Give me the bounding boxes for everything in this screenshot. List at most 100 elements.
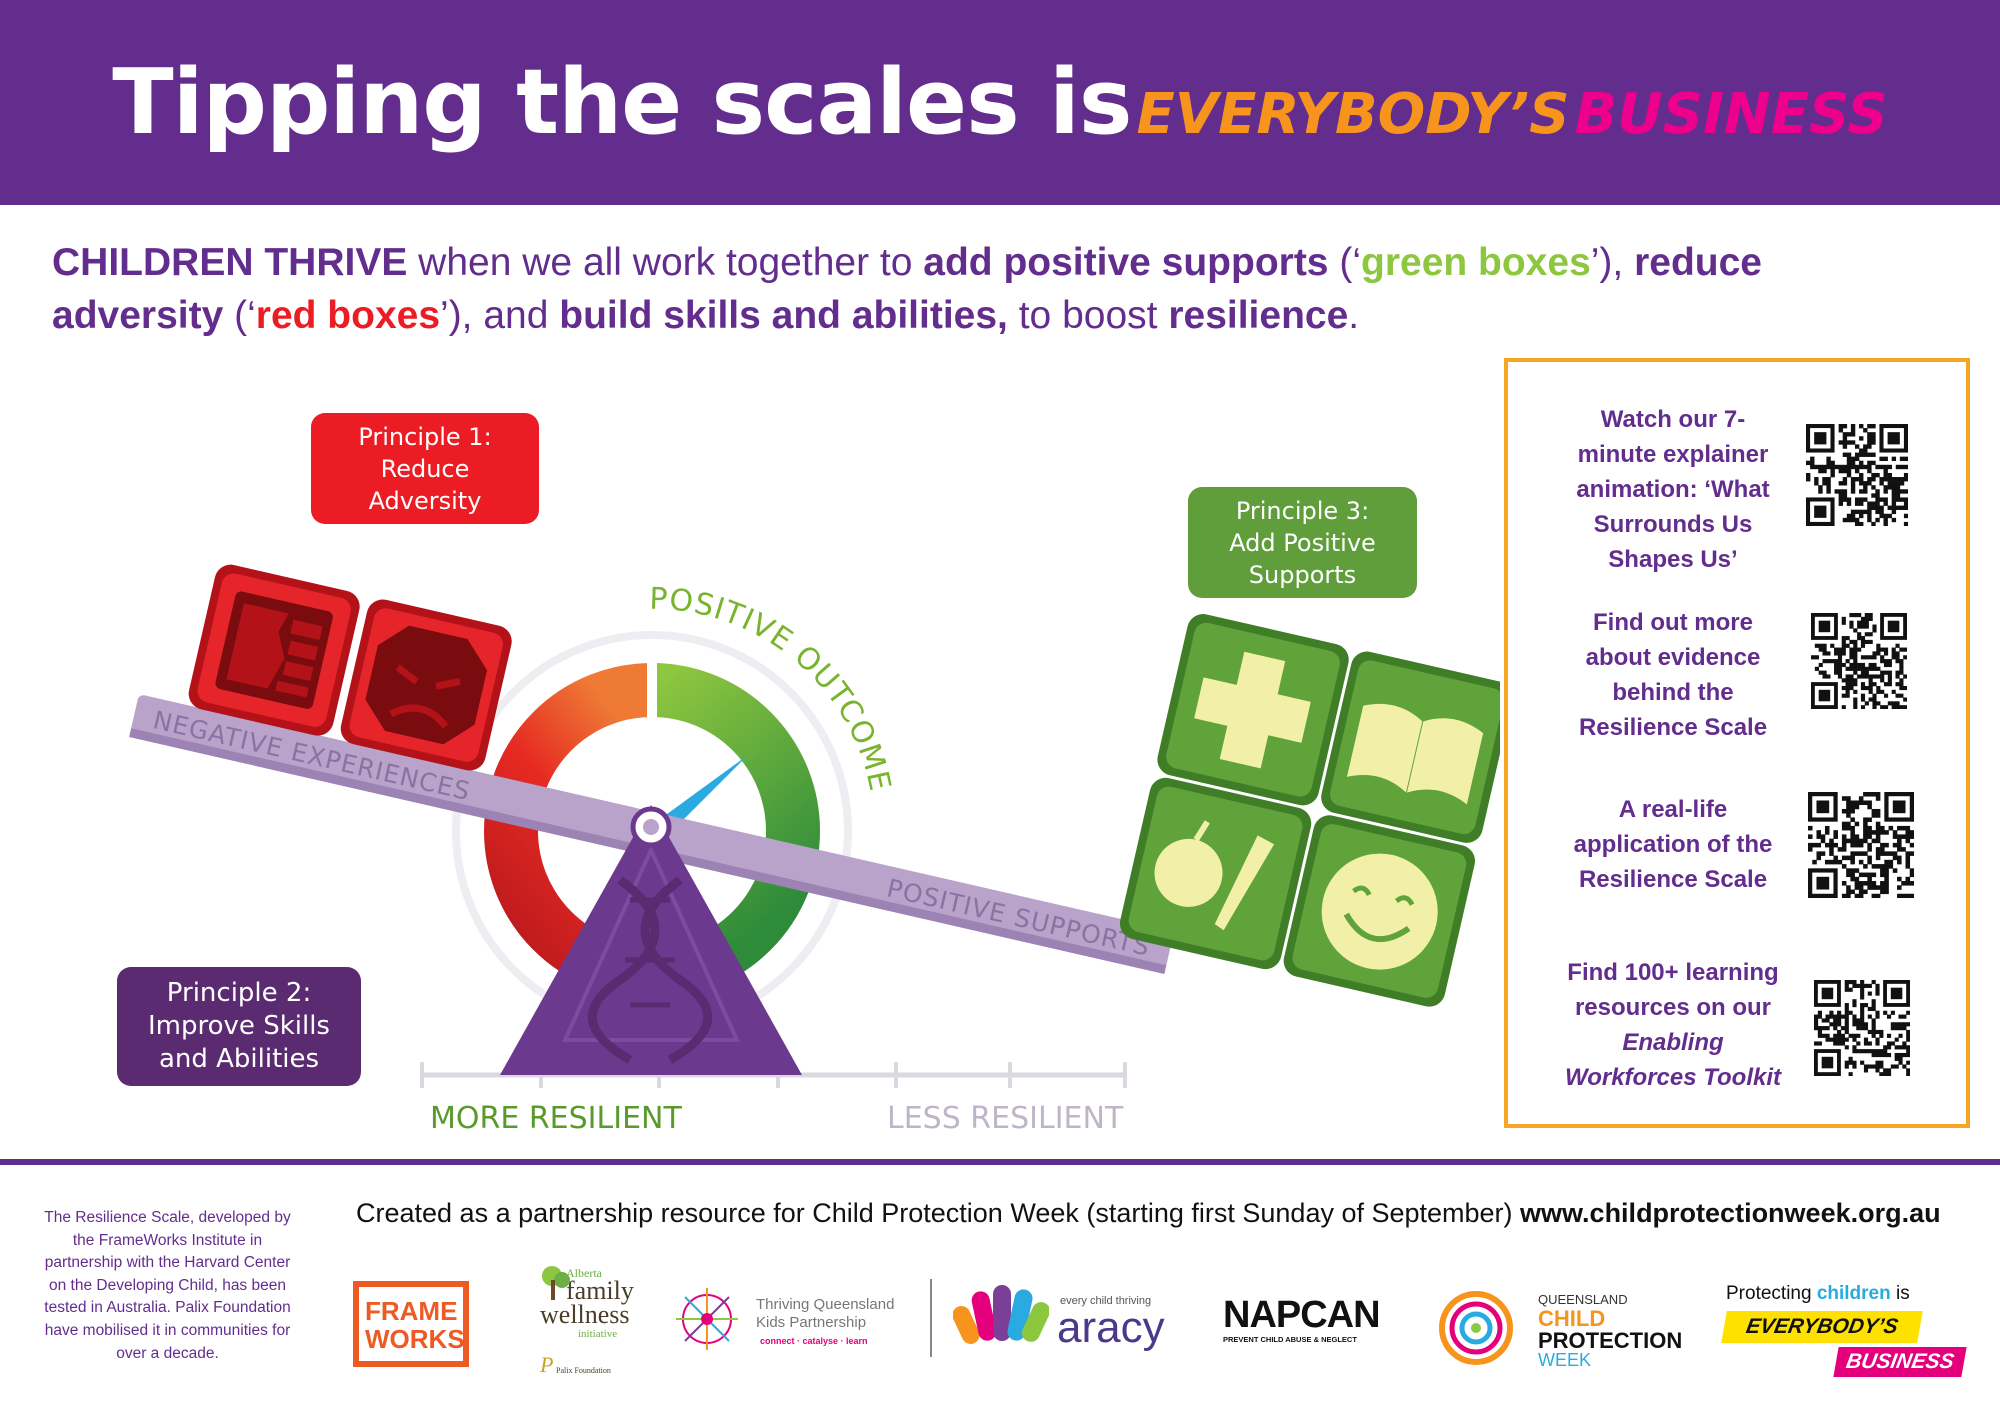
resource-line: Watch our 7- — [1600, 406, 1746, 433]
eb-everybodys-text: EVERYBODY’S — [1721, 1311, 1923, 1343]
eb-business-text: BUSINESS — [1833, 1347, 1967, 1377]
tqkp-line-2: Kids Partnership — [756, 1314, 867, 1331]
family-text: family — [566, 1276, 634, 1305]
everybodys-business-logo: Protecting children is EVERYBODY’S BUSIN… — [1718, 1283, 1968, 1383]
principle-2-label: Principle 2: Improve Skills and Abilitie… — [117, 967, 361, 1086]
aracy-wordmark: aracy — [1057, 1303, 1165, 1352]
footer-note-line: partnership with the Harvard Center — [44, 1254, 291, 1272]
resource-line: Find 100+ learning — [1567, 959, 1779, 986]
medical-cross-icon — [1157, 614, 1349, 806]
intro-text: ’), — [1590, 241, 1635, 284]
principle-2-line: and Abilities — [158, 1044, 320, 1074]
aracy-logo: every child thriving aracy — [953, 1277, 1183, 1357]
qld-child-protection-week-logo: QUEENSLAND CHILD PROTECTION WEEK — [1434, 1290, 1684, 1370]
intro-text: . — [1348, 294, 1360, 337]
apple-carrot-icon — [1119, 777, 1312, 970]
intro-children-thrive: CHILDREN THRIVE — [52, 241, 408, 284]
frameworks-logo: FRAME WORKS — [353, 1281, 469, 1367]
open-book-icon — [1321, 651, 1500, 843]
thriving-queensland-logo: Thriving Queensland Kids Partnership con… — [672, 1280, 917, 1360]
frameworks-logo-line: FRAME — [365, 1296, 458, 1326]
smiley-face-icon — [1283, 815, 1476, 1007]
eb-top-line: Protecting children is — [1726, 1283, 1910, 1305]
logo-separator — [930, 1279, 932, 1357]
qr-code-icon[interactable] — [1811, 613, 1907, 709]
resource-line: Enabling — [1622, 1029, 1724, 1056]
eb-top-children: children — [1816, 1283, 1891, 1304]
resources-panel: Watch our 7- minute explainer animation:… — [1504, 358, 1970, 1128]
aracy-fan-icon — [953, 1285, 1049, 1344]
fulcrum-dna-icon — [500, 805, 802, 1075]
qcpw-line-1: QUEENSLAND — [1538, 1292, 1628, 1307]
qr-code-icon[interactable] — [1806, 424, 1908, 526]
principle-1-line: Reduce — [380, 454, 470, 483]
napcan-tagline: PREVENT CHILD ABUSE & NEGLECT — [1223, 1335, 1357, 1344]
intro-build-skills: build skills and abilities, — [559, 294, 1008, 337]
principle-3-label: Principle 3: Add Positive Supports — [1188, 487, 1417, 598]
qr-code-icon[interactable] — [1814, 980, 1910, 1076]
intro-add-positive-supports: add positive supports — [923, 241, 1329, 284]
qr-code-icon[interactable] — [1808, 792, 1914, 898]
resource-line: behind the — [1612, 679, 1734, 706]
alberta-text: Alberta — [566, 1266, 602, 1280]
intro-text: (‘ — [223, 294, 256, 337]
starburst-icon — [676, 1288, 738, 1350]
axis-label-less-resilient: LESS RESILIENT — [887, 1101, 1124, 1136]
resource-line: A real-life — [1618, 796, 1728, 823]
principle-1-label: Principle 1: Reduce Adversity — [311, 413, 539, 524]
principle-3-line: Supports — [1248, 560, 1357, 589]
resource-line: Workforces Toolkit — [1564, 1064, 1782, 1091]
credit-url-link[interactable]: www.childprotectionweek.org.au — [1520, 1198, 1941, 1228]
frameworks-logo-line: WORKS — [365, 1324, 465, 1354]
principle-3-line: Principle 3: — [1235, 496, 1370, 525]
footer-note-line: the FrameWorks Institute in — [72, 1231, 263, 1249]
header-banner — [0, 0, 2000, 205]
resource-text: Find out more about evidence behind the … — [1528, 605, 1818, 745]
resource-line: Find out more — [1593, 609, 1753, 636]
wellness-text: wellness — [540, 1300, 630, 1329]
intro-green-boxes: green boxes — [1361, 241, 1591, 284]
resource-line: resources on our — [1574, 994, 1772, 1021]
intro-paragraph: CHILDREN THRIVE when we all work togethe… — [52, 236, 1932, 342]
page-title: Tipping the scales is EVERYBODY’S BUSINE… — [0, 50, 2000, 155]
resource-line: application of the — [1573, 831, 1773, 858]
palix-p-icon: P — [540, 1352, 554, 1377]
credit-line: Created as a partnership resource for Ch… — [356, 1198, 1941, 1229]
resource-text: A real-life application of the Resilienc… — [1528, 792, 1818, 897]
title-accent-everybodys: EVERYBODY’S — [1136, 82, 1570, 147]
resource-text: Watch our 7- minute explainer animation:… — [1528, 402, 1818, 577]
footer-note-line: over a decade. — [116, 1344, 219, 1362]
initiative-text: initiative — [578, 1328, 618, 1340]
intro-red-boxes: red boxes — [255, 294, 441, 337]
intro-resilience: resilience — [1168, 294, 1349, 337]
eb-top-text: is — [1890, 1283, 1910, 1304]
tqkp-tagline: connect · catalyse · learn — [760, 1336, 868, 1346]
tree-icon — [542, 1266, 570, 1300]
resource-line: Shapes Us’ — [1608, 546, 1738, 573]
resource-line: about evidence — [1585, 644, 1761, 671]
footer-divider — [0, 1159, 2000, 1165]
principle-1-line: Principle 1: — [358, 422, 492, 451]
resource-line: minute explainer — [1577, 441, 1769, 468]
title-main: Tipping the scales is — [112, 50, 1132, 155]
eb-top-text: Protecting — [1726, 1283, 1817, 1304]
footer-note-line: on the Developing Child, has been — [49, 1276, 286, 1294]
aracy-tagline: every child thriving — [1060, 1295, 1152, 1307]
footer-note-line: The Resilience Scale, developed by — [44, 1209, 291, 1226]
alberta-family-wellness-logo: Alberta family wellness initiative P Pal… — [532, 1262, 642, 1382]
qcpw-line-4: WEEK — [1538, 1350, 1592, 1370]
footer-note: The Resilience Scale, developed by the F… — [30, 1207, 305, 1365]
intro-text: when we all work together to — [407, 241, 924, 284]
qcpw-swirl-icon — [1439, 1291, 1513, 1365]
broken-wall-icon — [188, 564, 360, 736]
resource-text: Find 100+ learning resources on our Enab… — [1528, 955, 1818, 1095]
axis-label-more-resilient: MORE RESILIENT — [430, 1101, 682, 1136]
napcan-logo: NAPCAN PREVENT CHILD ABUSE & NEGLECT — [1223, 1294, 1388, 1344]
resilience-scale-illustration: POSITIVE OUTCOME MORE RESILIENT LESS RES… — [129, 564, 1500, 1136]
footer-note-line: tested in Australia. Palix Foundation — [44, 1299, 291, 1317]
resource-line: animation: ‘What — [1576, 476, 1770, 503]
footer-note-line: have mobilised it in communities for — [44, 1321, 291, 1339]
intro-text: to boost — [1007, 294, 1169, 337]
napcan-wordmark: NAPCAN — [1223, 1294, 1381, 1336]
intro-text: ’), and — [440, 294, 560, 337]
